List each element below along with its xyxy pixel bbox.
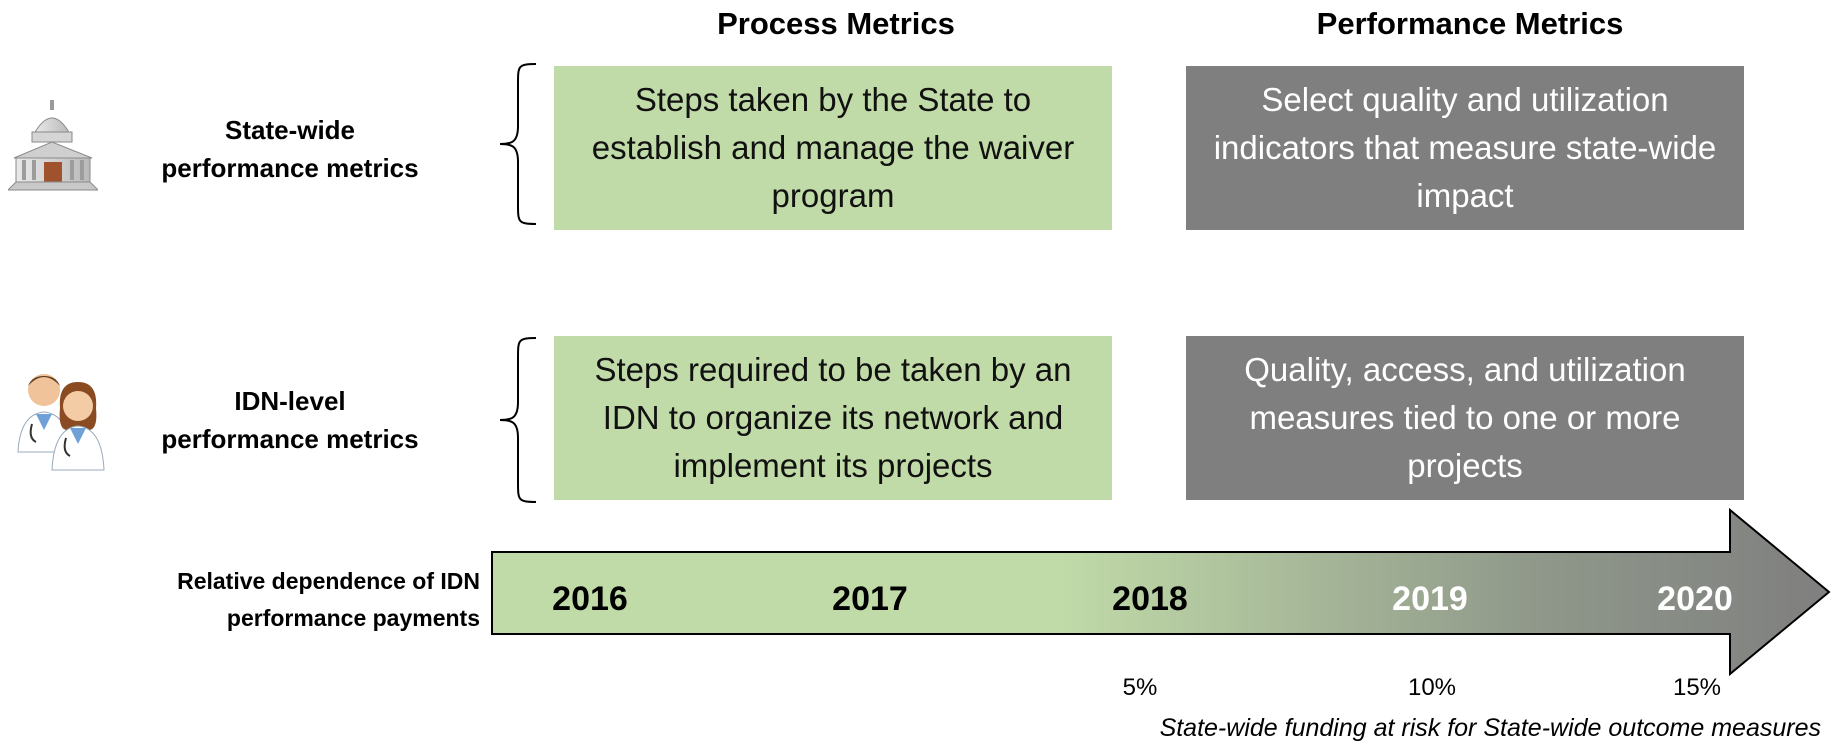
state-wide-performance-box: Select quality and utilization indicator… [1186,66,1744,230]
performance-metrics-header: Performance Metrics [1316,6,1624,41]
pct-10: 10% [1407,674,1457,701]
year-2019: 2019 [1392,580,1468,618]
pct-5: 5% [1122,674,1158,701]
state-wide-performance-text: Select quality and utilization indicator… [1213,81,1717,214]
idn-performance-box: Quality, access, and utilization measure… [1186,336,1744,500]
state-wide-brace [499,63,537,225]
year-2016: 2016 [552,580,628,618]
year-2017: 2017 [832,580,908,618]
year-2020: 2020 [1657,580,1733,618]
idn-level-brace [499,337,537,503]
state-wide-label: State-wide performance metrics [130,112,450,187]
timeline-label: Relative dependence of IDN performance p… [100,563,480,637]
idn-level-label-line2: performance metrics [161,423,419,454]
funding-caption: State-wide funding at risk for State-wid… [1159,714,1821,742]
state-wide-process-text: Steps taken by the State to establish an… [591,81,1075,214]
pct-15: 15% [1672,674,1722,701]
state-wide-label-line1: State-wide [224,115,356,145]
idn-performance-text: Quality, access, and utilization measure… [1244,351,1686,484]
idn-level-label-line1: IDN-level [234,386,346,416]
timeline-arrow [491,508,1831,677]
state-wide-label-line2: performance metrics [161,152,419,183]
timeline-label-line1: Relative dependence of IDN [177,568,480,594]
doctors-icon [17,374,105,471]
process-metrics-header: Process Metrics [717,6,955,41]
state-wide-process-box: Steps taken by the State to establish an… [554,66,1112,230]
timeline-label-line2: performance payments [226,604,480,631]
year-2018: 2018 [1112,580,1188,618]
capitol-building-icon [8,100,98,191]
idn-level-label: IDN-level performance metrics [130,383,450,458]
idn-process-box: Steps required to be taken by an IDN to … [554,336,1112,500]
idn-process-text: Steps required to be taken by an IDN to … [594,351,1072,484]
